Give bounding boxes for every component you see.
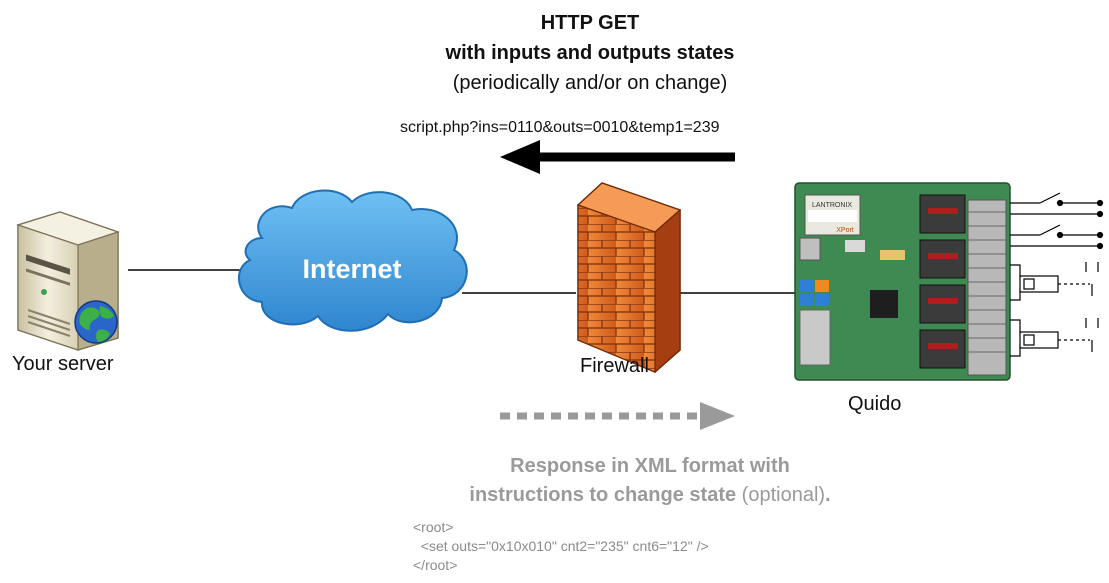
- response-subtitle: instructions to change state (optional).: [400, 484, 900, 507]
- io-wiring: [1010, 192, 1104, 357]
- firewall-label: Firewall: [580, 355, 649, 377]
- xml-line: <set outs="0x10x010" cnt2="235" cnt6="12…: [413, 538, 709, 554]
- xml-line: </root>: [413, 557, 458, 573]
- response-period: .: [825, 484, 831, 506]
- request-arrow: [500, 140, 735, 174]
- device-label: Quido: [848, 393, 902, 415]
- response-arrow: [500, 402, 735, 430]
- internet-label: Internet: [302, 254, 401, 284]
- internet-cloud-icon: [238, 189, 468, 332]
- response-optional: (optional): [736, 484, 826, 506]
- xml-example: <root> <set outs="0x10x010" cnt2="235" c…: [413, 518, 709, 575]
- board-brand-label: LANTRONIX: [812, 202, 852, 209]
- response-instructions: instructions to change state: [469, 484, 737, 506]
- server-label: Your server: [12, 353, 114, 375]
- board-sub-label: XPort: [836, 227, 854, 234]
- xml-line: <root>: [413, 519, 454, 535]
- request-note: (periodically and/or on change): [452, 72, 728, 94]
- request-title: HTTP GET: [540, 12, 640, 34]
- server-icon: [16, 211, 120, 351]
- request-query: script.php?ins=0110&outs=0010&temp1=239: [400, 119, 720, 136]
- globe-icon: [74, 300, 118, 344]
- firewall-icon: [576, 182, 682, 374]
- request-subtitle: with inputs and outputs states: [445, 42, 735, 64]
- response-title: Response in XML format with: [510, 455, 790, 477]
- quido-board-image: [794, 182, 1011, 381]
